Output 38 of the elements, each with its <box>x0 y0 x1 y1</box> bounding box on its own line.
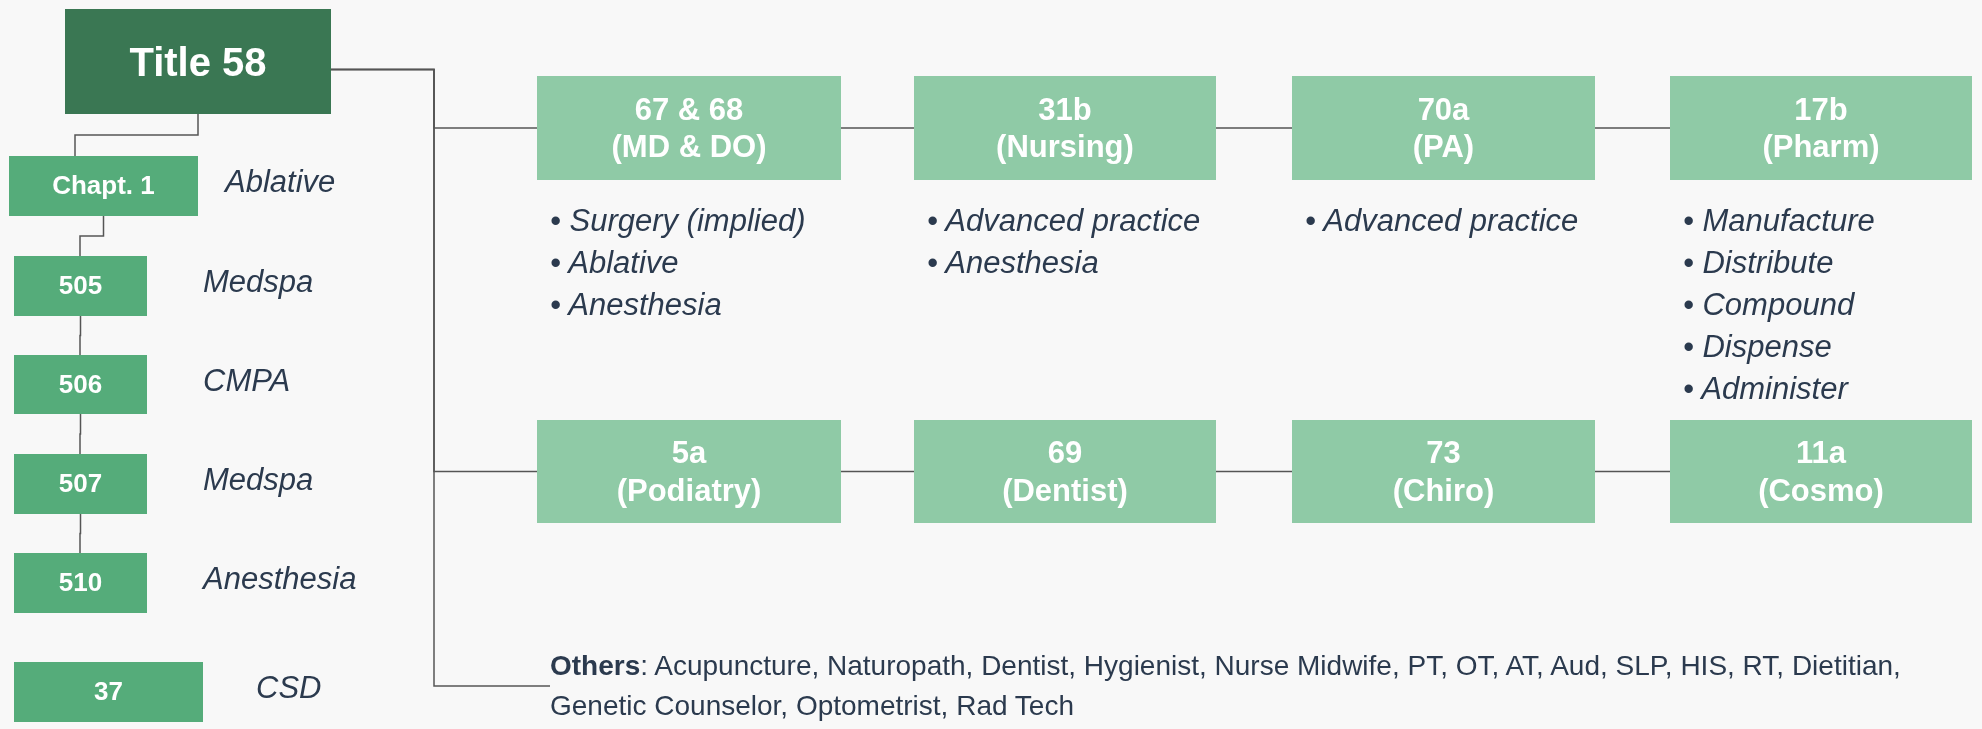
connector-line <box>74 113 199 157</box>
chapter-box: 67 & 68 (MD & DO) <box>537 76 841 180</box>
side-label: Ablative <box>225 164 336 200</box>
bullet-list: • Surgery (implied) • Ablative • Anesthesia <box>550 200 806 326</box>
section-box: 506 <box>14 355 147 414</box>
chapter-box: 69 (Dentist) <box>914 420 1216 523</box>
connector-line <box>1215 127 1293 129</box>
side-label: CSD <box>256 670 322 706</box>
chapter-box: 70a (PA) <box>1292 76 1595 180</box>
chapter-box: 31b (Nursing) <box>914 76 1216 180</box>
connector-line <box>79 513 82 554</box>
bullet-list: • Manufacture • Distribute • Compound • Dispense • Administer <box>1683 200 1875 410</box>
connector-line <box>1215 470 1293 473</box>
section-box: 37 <box>14 662 203 722</box>
side-label: CMPA <box>203 363 291 399</box>
chapter-box: 73 (Chiro) <box>1292 420 1595 523</box>
connector-line <box>79 215 105 257</box>
side-label: Anesthesia <box>203 561 357 597</box>
connector-line <box>1594 127 1671 129</box>
connector-line <box>330 68 551 687</box>
others-note: Others: Acupuncture, Naturopath, Dentist, Hygienist, Nurse Midwife, PT, OT, AT, Aud, SLP, HIS, RT, Dietitian, Genetic Counselor, Optometrist, Rad Tech <box>550 646 1960 726</box>
side-label: Medspa <box>203 462 314 498</box>
section-box: 510 <box>14 553 147 613</box>
side-label: Medspa <box>203 264 314 300</box>
connector-line <box>840 470 915 473</box>
chapter-box: 11a (Cosmo) <box>1670 420 1972 523</box>
section-box: 507 <box>14 454 147 514</box>
bullet-list: • Advanced practice <box>1305 200 1579 242</box>
connector-line <box>79 315 82 356</box>
section-box: 505 <box>14 256 147 316</box>
bullet-list: • Advanced practice • Anesthesia <box>927 200 1201 284</box>
connector-line <box>840 127 915 129</box>
title-box: Title 58 <box>65 9 331 114</box>
section-box: Chapt. 1 <box>9 156 198 216</box>
chapter-box: 17b (Pharm) <box>1670 76 1972 180</box>
connector-line <box>79 413 82 455</box>
chapter-box: 5a (Podiatry) <box>537 420 841 523</box>
connector-line <box>1594 470 1671 473</box>
